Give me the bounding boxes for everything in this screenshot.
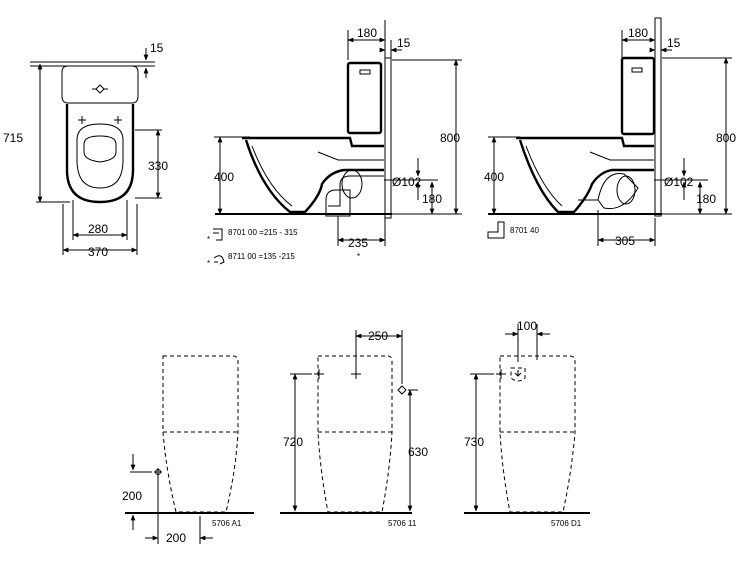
dim-d102-label: Ø102 xyxy=(392,175,422,189)
variant-d1: 100 730 5706 D1 xyxy=(464,319,590,528)
flush-button-icon xyxy=(95,84,105,94)
dim-400-label: 400 xyxy=(484,170,504,184)
dim-200-width-label: 200 xyxy=(166,531,186,545)
side-view-a: 180 15 800 400 Ø102 180 235 * * 8701 00 … xyxy=(207,20,462,268)
top-view: 15 715 330 280 370 xyxy=(3,41,168,259)
accessory-note-1: 8701 00 =215 - 315 xyxy=(228,228,298,237)
dim-180-outlet-label: 180 xyxy=(422,192,442,206)
bowl-outline xyxy=(65,104,135,204)
dim-305-label: 305 xyxy=(615,234,635,248)
variant-code: 5706 11 xyxy=(388,519,417,528)
dim-100-label: 100 xyxy=(517,319,537,333)
dim-720-label: 720 xyxy=(283,435,303,449)
dim-330-label: 330 xyxy=(148,159,168,173)
cistern xyxy=(620,56,656,136)
pipe-connector-icon xyxy=(487,221,505,239)
bowl-profile xyxy=(518,139,654,214)
wall xyxy=(654,17,662,217)
asterisk-1-label: * xyxy=(207,235,210,244)
side-view-b: 180 15 800 400 Ø102 180 305 8701 40 xyxy=(484,17,736,248)
variant-code: 5706 A1 xyxy=(212,519,242,528)
variant-a1: 200 200 5706 A1 xyxy=(122,355,254,545)
dim-800-label: 800 xyxy=(716,131,736,145)
fixing-point-left-icon xyxy=(78,116,86,124)
fixing-point-right-icon xyxy=(351,369,361,379)
dim-15-label: 15 xyxy=(150,41,164,55)
asterisk-dim-label: * xyxy=(357,252,360,261)
variant-11: 250 720 630 5706 11 xyxy=(280,329,428,528)
accessory-note: 8701 40 xyxy=(510,226,539,235)
dim-d102-label: Ø102 xyxy=(664,175,694,189)
dim-15-top-label: 15 xyxy=(397,36,411,50)
dim-280-label: 280 xyxy=(88,222,108,236)
water-inlet-icon xyxy=(510,367,526,382)
dim-180-top-label: 180 xyxy=(357,26,377,40)
dim-15-top-label: 15 xyxy=(667,36,681,50)
dim-180-top-label: 180 xyxy=(628,26,648,40)
wall xyxy=(384,57,392,219)
accessory-note-2: 8711 00 =135 -215 xyxy=(228,252,295,261)
dim-630-label: 630 xyxy=(408,445,428,459)
water-inlet-icon xyxy=(154,468,162,476)
pipe-connector-bent-icon xyxy=(213,255,225,265)
asterisk-2-label: * xyxy=(207,259,210,268)
dim-180-outlet-label: 180 xyxy=(696,192,716,206)
dim-250-label: 250 xyxy=(368,329,388,343)
fixing-point-left-icon xyxy=(314,369,324,379)
dim-235-label: 235 xyxy=(348,236,368,250)
dim-800-label: 800 xyxy=(440,131,460,145)
dim-715-label: 715 xyxy=(3,131,23,145)
pipe-connector-icon xyxy=(213,228,223,241)
variant-code: 5706 D1 xyxy=(551,519,582,528)
fixing-point-right-icon xyxy=(114,116,122,124)
outlet-pipe xyxy=(597,173,639,210)
dim-400-label: 400 xyxy=(214,170,234,184)
fixing-point-left-icon xyxy=(496,369,506,379)
dim-200-height-label: 200 xyxy=(122,489,142,503)
bowl-profile xyxy=(244,139,384,214)
outlet-pipe xyxy=(325,189,351,217)
cistern xyxy=(346,61,383,135)
water-inlet-icon xyxy=(397,385,407,395)
dim-730-label: 730 xyxy=(464,435,484,449)
dim-370-label: 370 xyxy=(88,245,108,259)
